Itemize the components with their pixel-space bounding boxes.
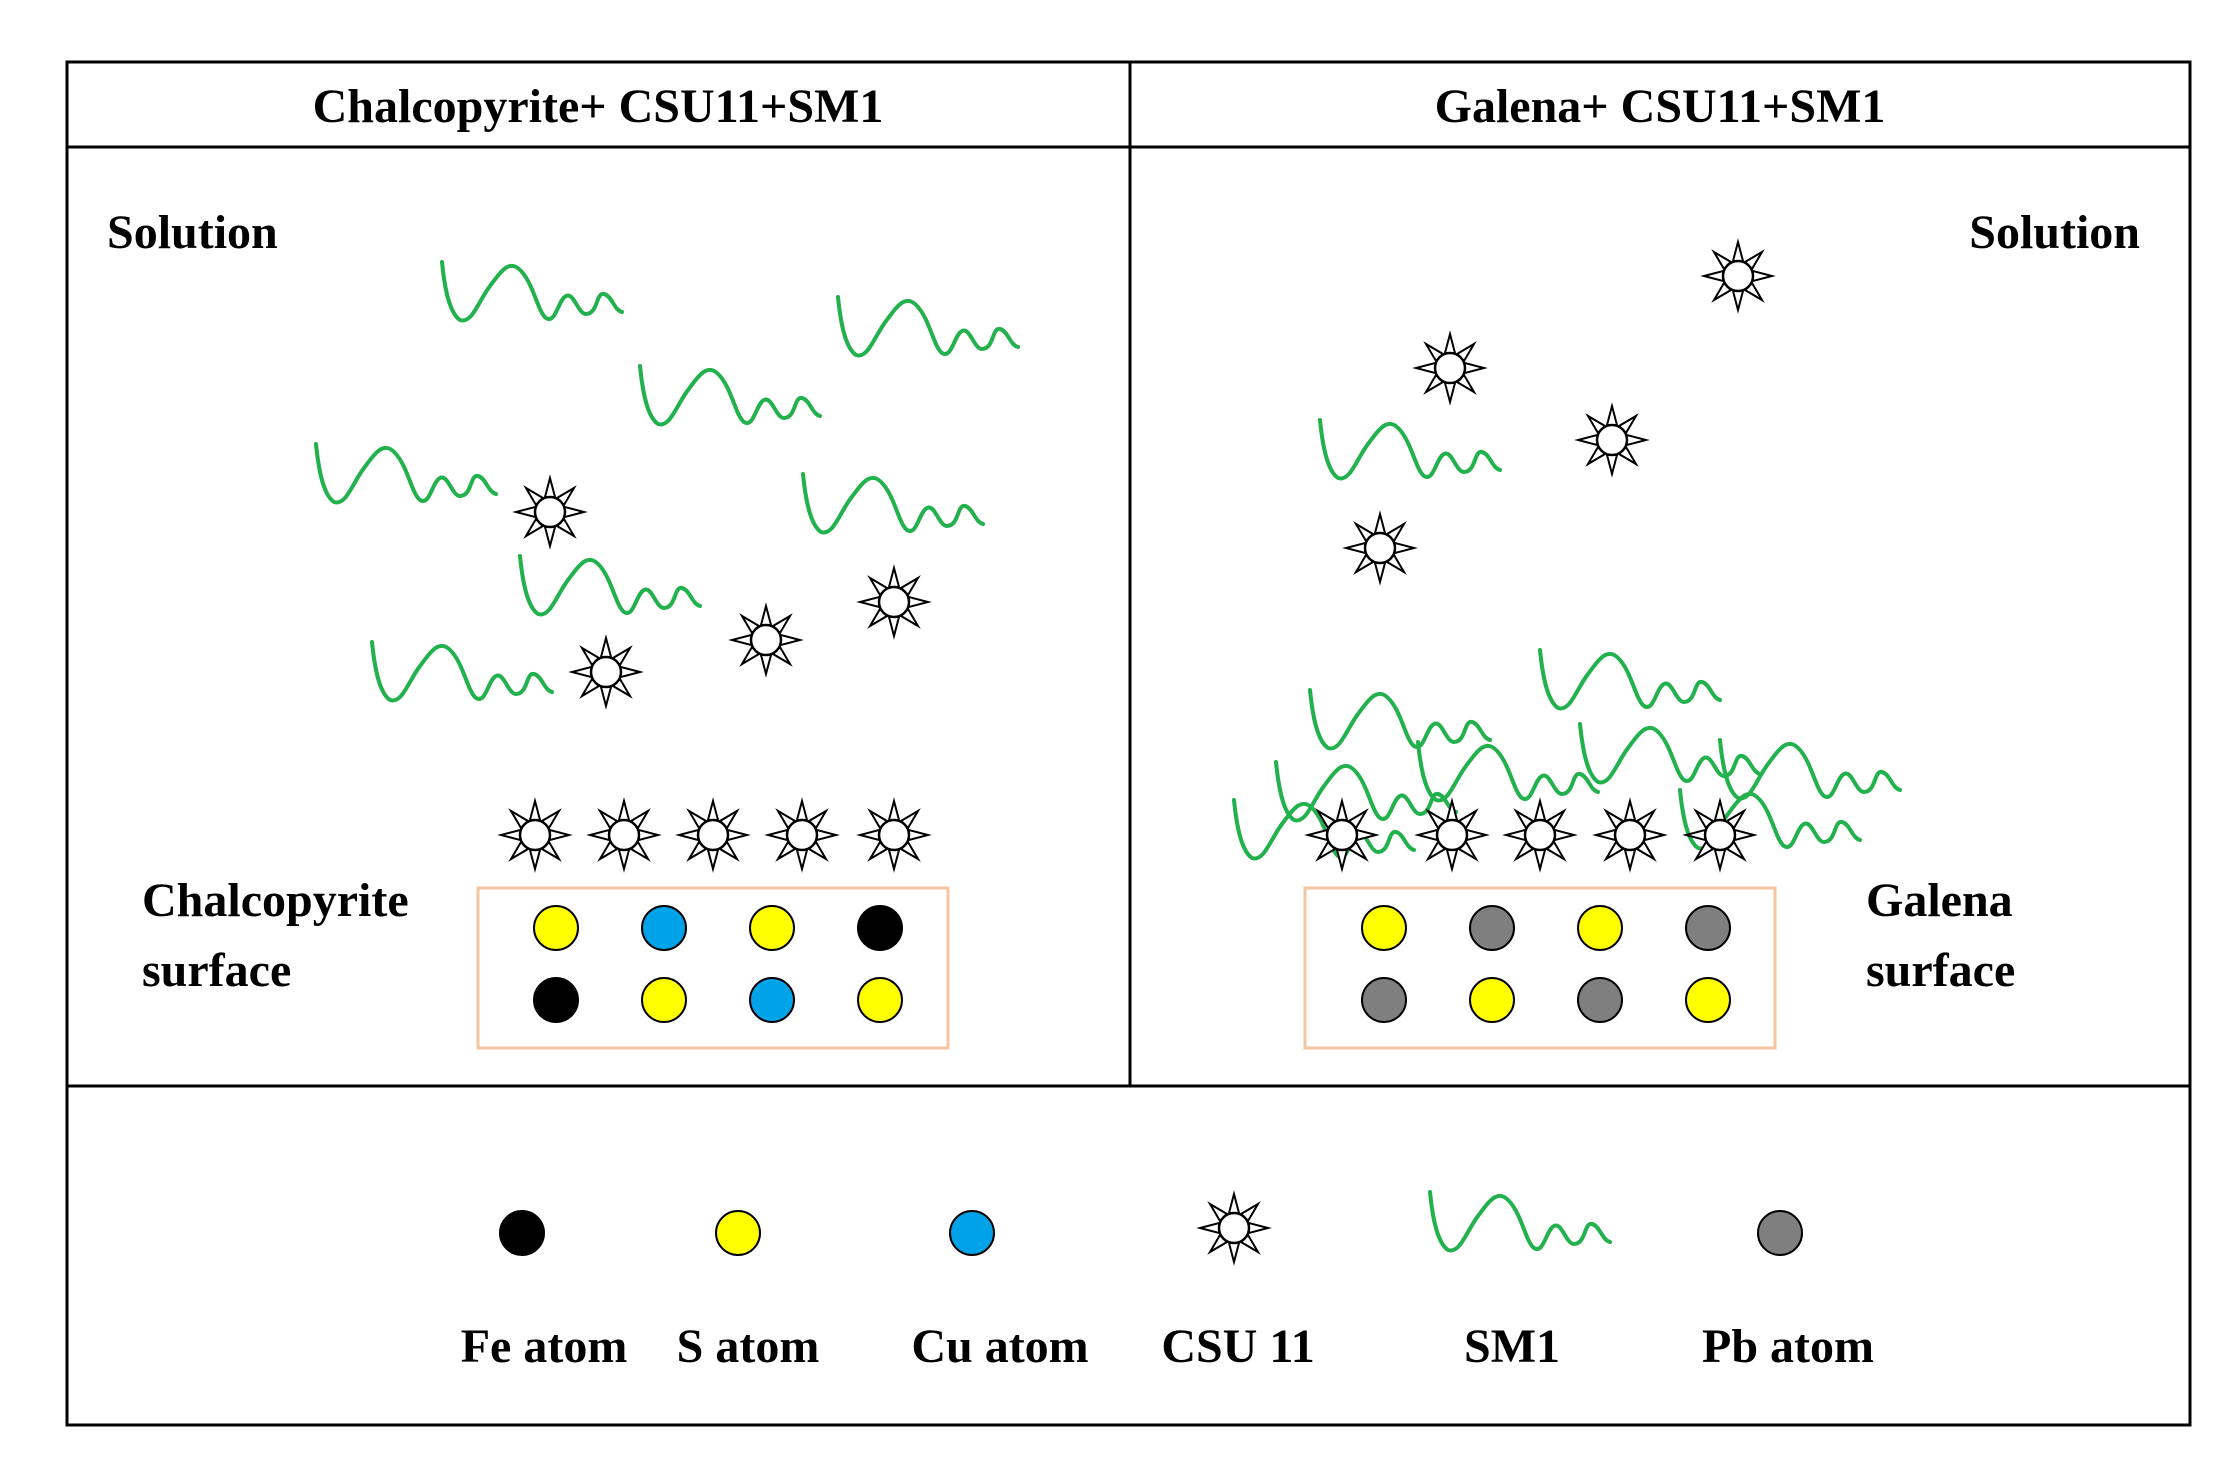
galena-atoms [1361,905,1731,1023]
sm1-wave-icon [1538,648,1722,711]
legend-pb-atom-symbol [1757,1210,1803,1256]
sm1-wave-icon [836,295,1020,358]
s-atom-symbol [533,905,579,951]
csu11-star-icon [499,799,571,871]
csu11-star-icon [1344,512,1416,584]
legend-fe-atom-symbol [499,1210,545,1256]
left-surface-label-line1: Chalcopyrite [142,874,409,927]
s-atom-symbol [1577,905,1623,951]
csu11-star-icon [570,636,642,708]
csu11-star-icon [514,476,586,548]
csu11-star-icon [730,604,802,676]
right-solution-label: Solution [1969,206,2140,259]
cu-atom-symbol [641,905,687,951]
legend-csu11-star-icon [1198,1192,1270,1264]
sm1-wave-icon [801,472,985,535]
sm1-wave-icon [1578,722,1762,785]
legend-s-atom-symbol [715,1210,761,1256]
sm1-wave-icon [370,640,554,703]
legend-s-atom-label: S atom [677,1320,820,1373]
legend-fe-atom-label: Fe atom [461,1320,628,1373]
s-atom-symbol [641,977,687,1023]
right-solution-csu11-group [1344,240,1774,584]
sm1-wave-icon [440,260,624,323]
legend-cu-atom-symbol [949,1210,995,1256]
sm1-wave-icon [314,442,498,505]
left-solution-sm1-group [314,260,1020,703]
csu11-star-icon [766,799,838,871]
left-surface-label-line2: surface [142,944,291,997]
csu11-star-icon [677,799,749,871]
s-atom-symbol [1361,905,1407,951]
legend-cu-atom-label: Cu atom [911,1320,1088,1373]
left-solution-csu11-group [514,476,930,708]
csu11-star-icon [1504,799,1576,871]
pb-atom-symbol [1685,905,1731,951]
left-panel-title: Chalcopyrite+ CSU11+SM1 [313,80,884,133]
csu11-star-icon [1416,799,1488,871]
left-adsorbed-csu11-row [499,799,930,871]
sm1-wave-icon [518,554,702,617]
csu11-star-icon [858,566,930,638]
csu11-star-icon [1702,240,1774,312]
csu11-star-icon [1576,404,1648,476]
csu11-star-icon [1684,799,1756,871]
sm1-wave-icon [1416,740,1600,803]
legend-pb-atom-label: Pb atom [1702,1320,1874,1373]
right-solution-sm1-group [1318,418,1502,481]
chalcopyrite-atoms [533,905,903,1023]
csu11-star-icon [1306,799,1378,871]
csu11-star-icon [1594,799,1666,871]
frame [65,60,2192,1427]
legend-sm1-label: SM1 [1464,1320,1560,1373]
legend-sm1-wave-icon [1428,1190,1612,1253]
left-solution-label: Solution [107,206,278,259]
right-panel-title: Galena+ CSU11+SM1 [1435,80,1886,133]
sm1-wave-icon [1718,738,1902,801]
s-atom-symbol [749,905,795,951]
legend: Fe atom S atom Cu atom CSU 11 SM1 Pb ato… [461,1190,1874,1373]
csu11-star-icon [858,799,930,871]
sm1-wave-icon [1308,688,1492,751]
s-atom-symbol [1685,977,1731,1023]
fe-atom-symbol [533,977,579,1023]
cu-atom-symbol [749,977,795,1023]
pb-atom-symbol [1577,977,1623,1023]
csu11-star-icon [588,799,660,871]
csu11-star-icon [1414,332,1486,404]
legend-csu11-label: CSU 11 [1161,1320,1314,1373]
sm1-wave-icon [1318,418,1502,481]
pb-atom-symbol [1469,905,1515,951]
pb-atom-symbol [1361,977,1407,1023]
s-atom-symbol [1469,977,1515,1023]
sm1-wave-icon [638,364,822,427]
right-surface-label-line2: surface [1866,944,2015,997]
fe-atom-symbol [857,905,903,951]
right-surface-label-line1: Galena [1866,874,2013,927]
s-atom-symbol [857,977,903,1023]
